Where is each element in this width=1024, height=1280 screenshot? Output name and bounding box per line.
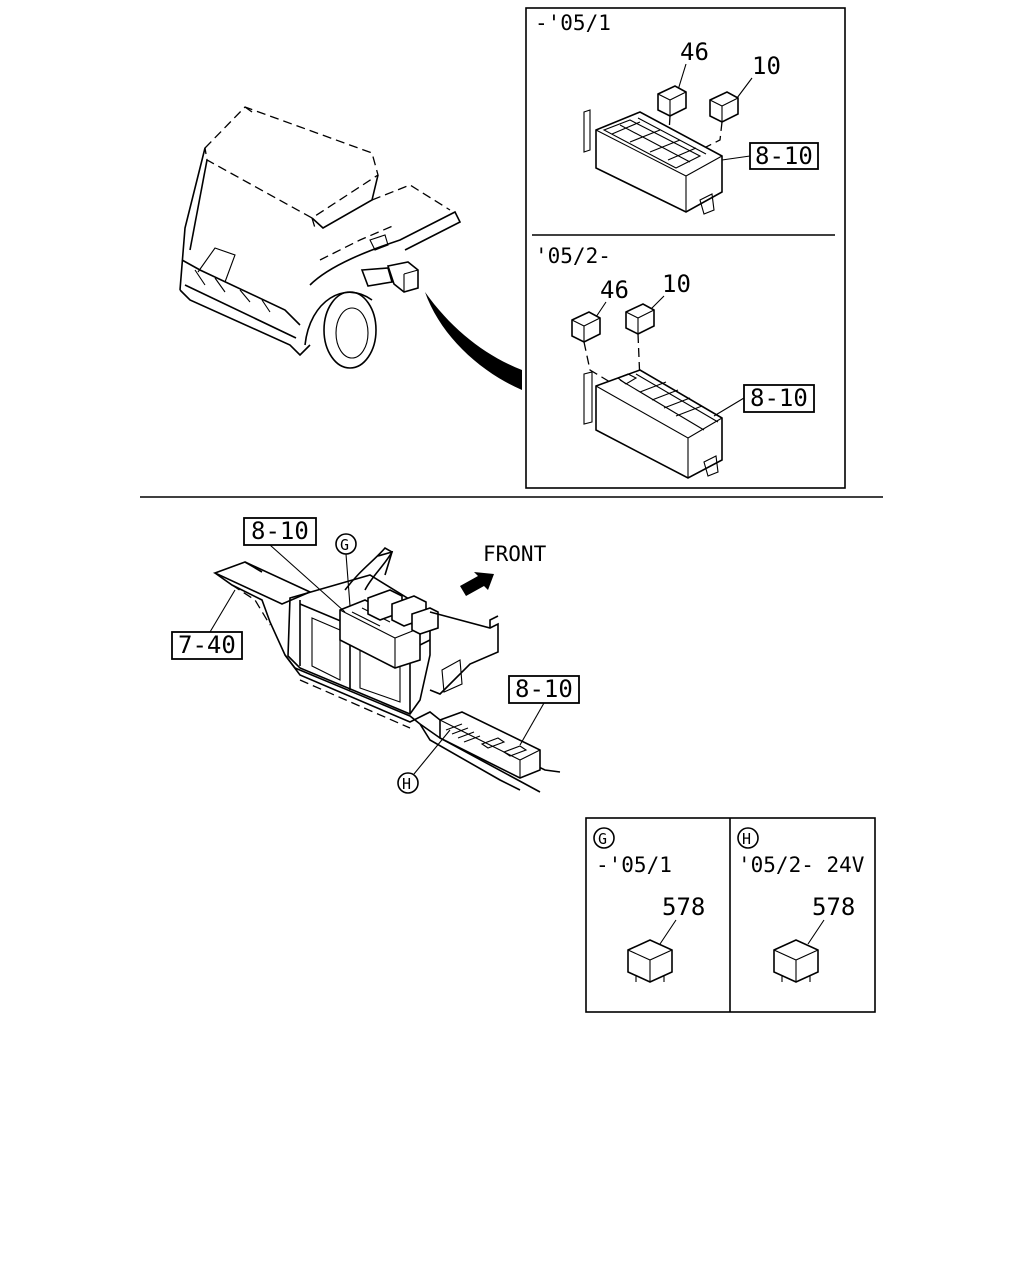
relay-578-icon-g — [627, 939, 673, 983]
relay-46-icon-lower — [571, 311, 601, 343]
detail-h-part-number: 578 — [812, 893, 855, 921]
ref-label-lower[interactable]: 8-10 — [750, 384, 808, 412]
callout-g-letter: G — [340, 536, 349, 554]
relay-box-icon-lower — [583, 369, 723, 479]
ref-box-upper[interactable] — [749, 142, 819, 170]
detail-g-letter: G — [598, 830, 607, 848]
relay-10-icon-lower — [625, 303, 655, 335]
detail-g-period: -'05/1 — [596, 853, 672, 877]
period-label-upper: -'05/1 — [535, 11, 611, 35]
ref-label-upper[interactable]: 8-10 — [755, 142, 813, 170]
relay-578-icon-h — [773, 939, 819, 983]
chassis-illustration — [212, 546, 561, 793]
part-number-46-lower: 46 — [600, 276, 629, 304]
ref-box-frame[interactable] — [171, 631, 243, 660]
front-arrow-icon — [460, 572, 494, 596]
callout-h-letter: H — [402, 775, 411, 793]
detail-g-part-number: 578 — [662, 893, 705, 921]
relay-46-icon — [657, 85, 687, 117]
part-number-10-lower: 10 — [662, 270, 691, 298]
ref-label-frame[interactable]: 7-40 — [178, 631, 236, 659]
detail-h-marker — [737, 827, 759, 849]
ref-box-bracket[interactable] — [243, 517, 317, 546]
detail-g-marker — [593, 827, 615, 849]
detail-h-letter: H — [742, 830, 751, 848]
part-number-10-upper: 10 — [752, 52, 781, 80]
ref-label-bracket[interactable]: 8-10 — [251, 517, 309, 545]
relay-detail-frame — [525, 7, 846, 489]
callout-h-marker[interactable] — [397, 772, 419, 794]
truck-cab-illustration — [179, 106, 462, 369]
detail-h-period: '05/2- 24V — [738, 853, 865, 877]
pointer-curve — [425, 292, 522, 390]
relay-10-icon — [709, 91, 739, 123]
part-number-46-upper: 46 — [680, 38, 709, 66]
front-label: FRONT — [483, 542, 547, 566]
ref-label-fusebox[interactable]: 8-10 — [515, 675, 573, 703]
relay-box-icon-upper — [583, 109, 723, 215]
period-label-lower: '05/2- — [535, 244, 611, 268]
